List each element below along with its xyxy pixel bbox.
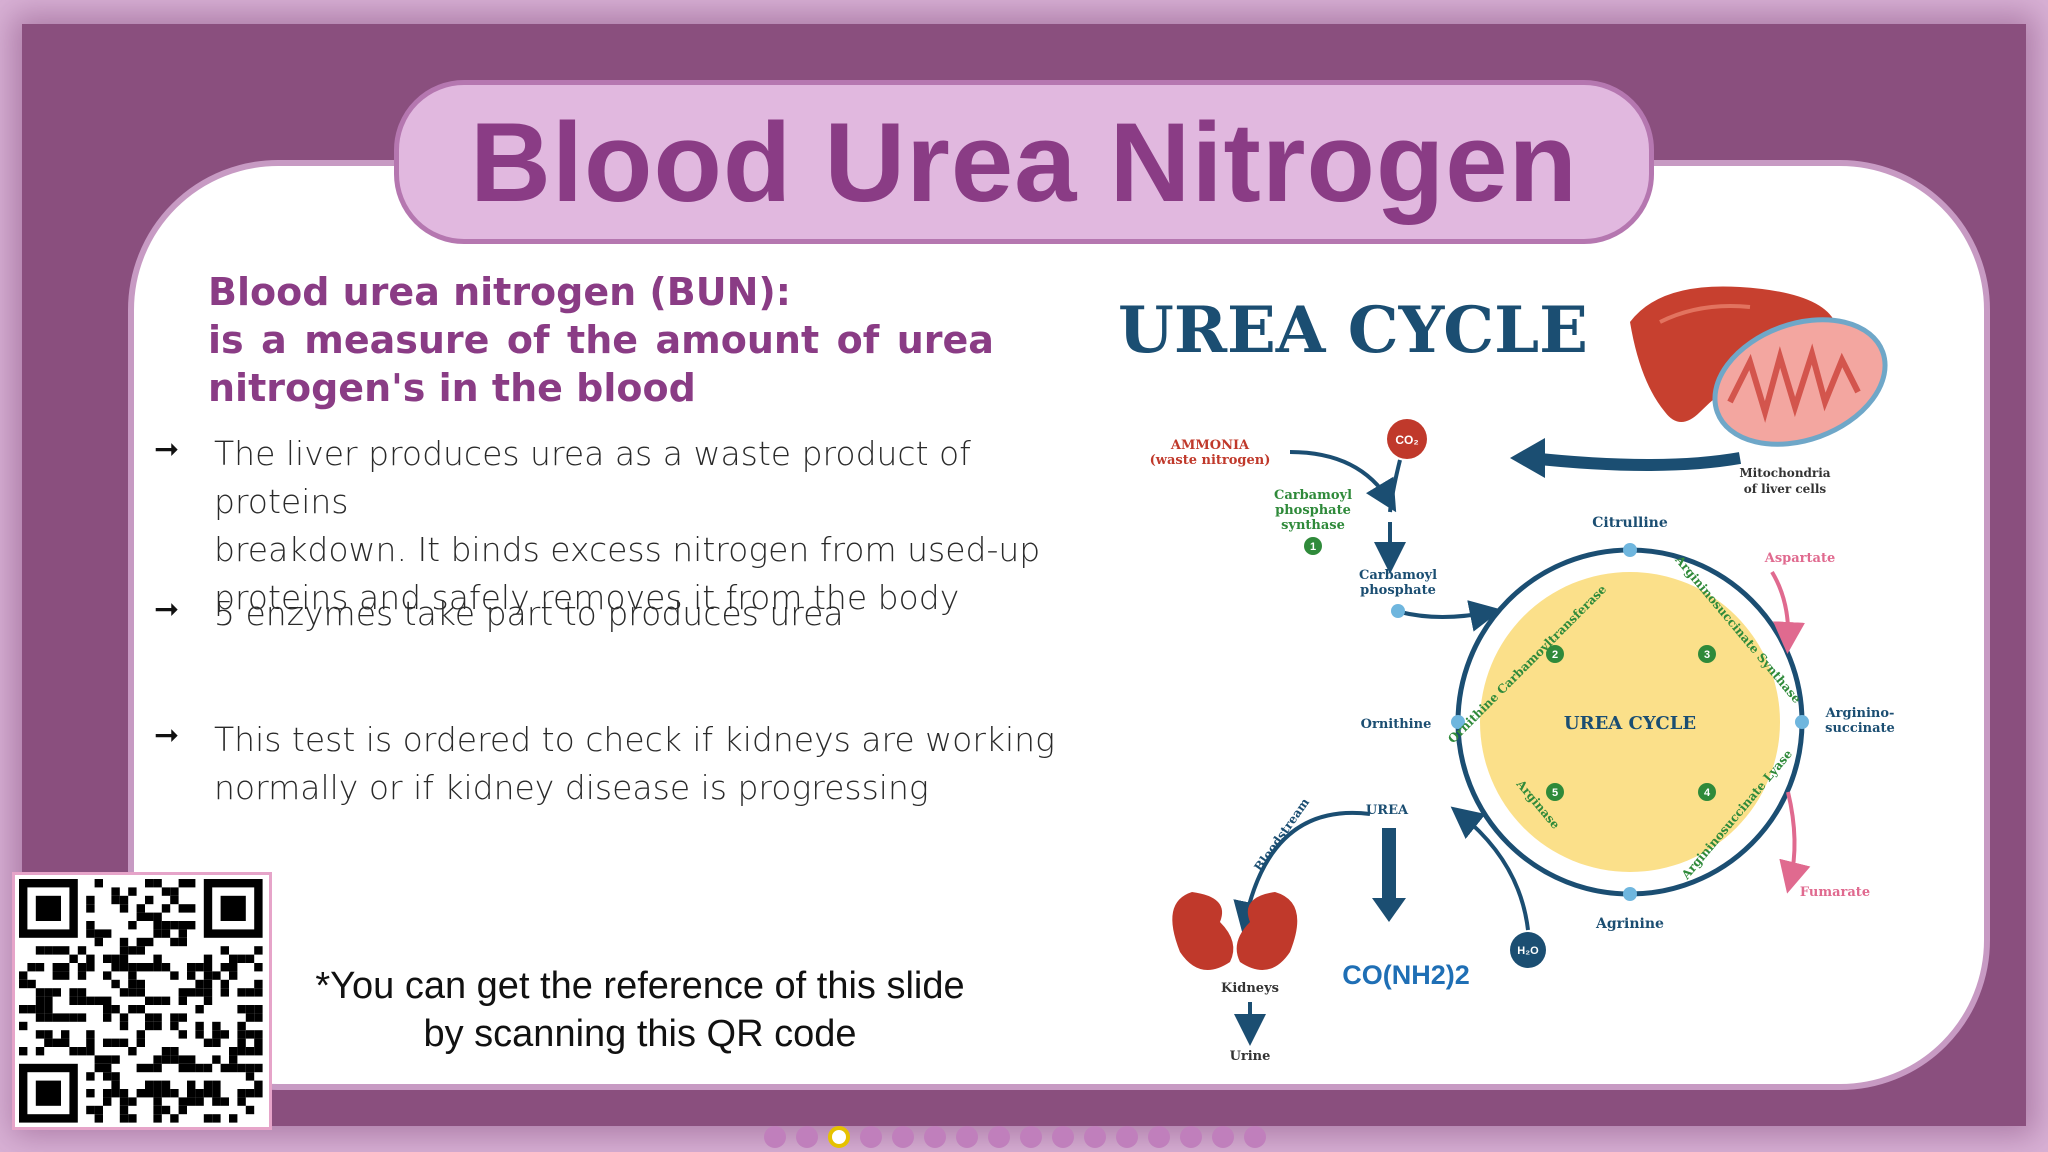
- page-dot[interactable]: [892, 1126, 914, 1148]
- reference-note: *You can get the reference of this slide…: [290, 962, 990, 1058]
- ornithine-label: Ornithine: [1361, 717, 1432, 732]
- bullet-arrow-icon: ➞: [154, 719, 180, 752]
- bullet-line: normally or if kidney disease is progres…: [214, 768, 929, 807]
- heading-word: amount: [655, 318, 820, 362]
- enzyme-number: 1: [1310, 541, 1316, 553]
- kidneys-icon: [1172, 892, 1298, 970]
- bullet-line: breakdown. It binds excess nitrogen from…: [214, 530, 1041, 569]
- page-dot[interactable]: [828, 1126, 850, 1148]
- heading-word: urea: [896, 318, 994, 362]
- page-dot[interactable]: [924, 1126, 946, 1148]
- bullet-line: 5 enzymes take part to produces urea: [214, 594, 844, 633]
- page-dot[interactable]: [1020, 1126, 1042, 1148]
- bullet-line: proteins and safely removes it from the …: [214, 578, 960, 617]
- slide-pagination: [764, 1126, 1266, 1150]
- agrinine-label: Agrinine: [1595, 916, 1664, 932]
- waste-nitrogen-label: (waste nitrogen): [1150, 453, 1271, 468]
- carbamoyl-phosphate-label-2: phosphate: [1360, 583, 1436, 598]
- heading-word: measure: [304, 318, 490, 362]
- urine-label: Urine: [1230, 1049, 1271, 1064]
- heading-line-3: nitrogen's in the blood: [208, 366, 696, 410]
- heading-word: of: [506, 318, 550, 362]
- liver-icon: [1630, 286, 1835, 422]
- title-banner: Blood Urea Nitrogen: [394, 80, 1654, 244]
- heading-word: a: [261, 318, 287, 362]
- urea-label: UREA: [1366, 803, 1409, 818]
- page-dot[interactable]: [1116, 1126, 1138, 1148]
- citrulline-label: Citrulline: [1592, 515, 1668, 531]
- aspartate-label: Aspartate: [1764, 551, 1835, 566]
- liver-arrow: [1529, 452, 1742, 471]
- page-dot[interactable]: [956, 1126, 978, 1148]
- page-dot[interactable]: [796, 1126, 818, 1148]
- cps-label-2: phosphate: [1275, 503, 1351, 518]
- urea-cycle-diagram: UREA CYCLE Mitochondria of liver cells A…: [1118, 286, 1895, 1064]
- heading-word: is: [208, 318, 244, 362]
- page-dot[interactable]: [1244, 1126, 1266, 1148]
- enzyme-number-badge: [1304, 537, 1322, 555]
- co2-badge: [1387, 419, 1427, 459]
- bullet-line: The liver produces urea as a waste produ…: [214, 434, 971, 521]
- heading-word: the: [567, 318, 639, 362]
- ammonia-label: AMMONIA: [1170, 438, 1250, 453]
- enzyme-number: 3: [1704, 649, 1710, 661]
- bullet-arrow-icon: ➞: [154, 593, 180, 626]
- co2-label: CO₂: [1395, 433, 1418, 447]
- page-dot[interactable]: [988, 1126, 1010, 1148]
- diagram-title: UREA CYCLE: [1118, 293, 1588, 368]
- definition-heading: Blood urea nitrogen (BUN): is a measure …: [208, 268, 994, 412]
- page-dot[interactable]: [1180, 1126, 1202, 1148]
- argininosuccinate-label-1: Arginino-: [1825, 706, 1895, 721]
- mitochondria-icon: [1712, 317, 1888, 447]
- page-dot[interactable]: [1052, 1126, 1074, 1148]
- fumarate-label: Fumarate: [1800, 885, 1870, 900]
- kidneys-label: Kidneys: [1221, 981, 1279, 996]
- qr-code[interactable]: [12, 872, 272, 1130]
- slide-title: Blood Urea Nitrogen: [470, 99, 1578, 225]
- enzyme-number: 5: [1552, 787, 1558, 799]
- cps-label-3: synthase: [1281, 518, 1345, 533]
- enzyme-number: 4: [1704, 787, 1711, 799]
- page-dot[interactable]: [1212, 1126, 1234, 1148]
- h2o-badge: [1510, 932, 1546, 968]
- page-dot[interactable]: [1084, 1126, 1106, 1148]
- heading-line-2: is a measure of the amount of urea: [208, 316, 994, 364]
- page-dot[interactable]: [860, 1126, 882, 1148]
- carbamoyl-phosphate-label-1: Carbamoyl: [1359, 568, 1437, 583]
- page-dot[interactable]: [1148, 1126, 1170, 1148]
- formula-arrow: [1382, 828, 1396, 898]
- note-line-1: *You can get the reference of this slide: [315, 965, 965, 1007]
- mitochondria-label-1: Mitochondria: [1739, 466, 1830, 480]
- bloodstream-label: Bloodstream: [1251, 795, 1312, 874]
- note-line-2: by scanning this QR code: [423, 1013, 857, 1055]
- liver-arrow-head-icon: [1510, 438, 1545, 478]
- bullet-arrow-icon: ➞: [154, 433, 180, 466]
- page-dot[interactable]: [764, 1126, 786, 1148]
- urea-formula: CO(NH2)2: [1342, 960, 1470, 990]
- h2o-label: H₂O: [1517, 945, 1539, 957]
- cycle-center-label: UREA CYCLE: [1564, 713, 1696, 734]
- argininosuccinate-label-2: succinate: [1825, 721, 1895, 736]
- heading-line-1: Blood urea nitrogen (BUN):: [208, 270, 791, 314]
- mitochondria-label-2: of liver cells: [1744, 482, 1827, 496]
- cps-label-1: Carbamoyl: [1274, 488, 1352, 503]
- heading-word: of: [836, 318, 880, 362]
- qr-code-image: [19, 879, 263, 1123]
- formula-arrow-head-icon: [1372, 898, 1406, 922]
- enzyme-number: 2: [1552, 649, 1558, 661]
- bullet-line: This test is ordered to check if kidneys…: [214, 720, 1055, 759]
